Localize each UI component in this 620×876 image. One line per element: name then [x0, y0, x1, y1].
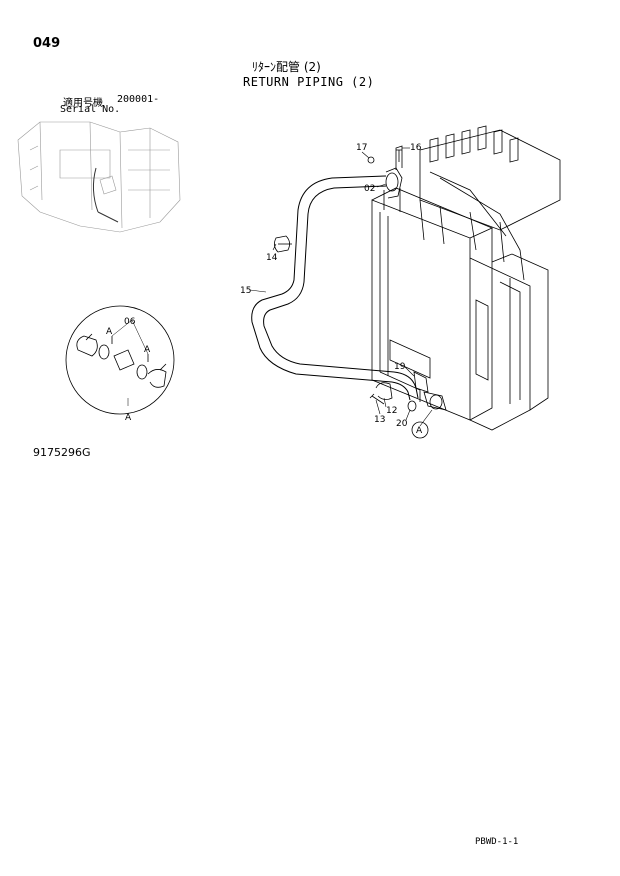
callout-19: 19 [394, 362, 406, 372]
detail-callout-a2: A [144, 345, 151, 355]
serial-label-en: Serial No. [60, 104, 121, 115]
callout-15: 15 [240, 286, 251, 296]
bolt-13 [369, 393, 385, 405]
figure-id: 9175296G [33, 446, 91, 459]
callout-13: 13 [374, 415, 385, 425]
bolt-16 [396, 149, 402, 162]
serial-label-jp: 適用号機 [63, 98, 103, 109]
fitting-02 [385, 145, 403, 199]
radiator-assembly [371, 187, 549, 431]
callout-20: 20 [396, 419, 408, 429]
plug-17 [367, 156, 375, 164]
callout-17: 17 [356, 143, 367, 153]
detail-callout-06: 06 [124, 317, 136, 327]
detail-a-circle [65, 305, 175, 415]
ref-a-label: A [416, 426, 423, 436]
detail-callout-a3: A [125, 413, 132, 423]
clamp-12 [375, 382, 393, 400]
detail-callout-a1: A [106, 327, 113, 337]
band-20 [407, 391, 447, 412]
serial-value: 200001- [117, 94, 160, 105]
callout-12: 12 [386, 406, 397, 416]
footer-code: PBWD-1-1 [475, 837, 519, 847]
page-number: 049 [33, 36, 61, 51]
control-valve-block [419, 125, 561, 281]
callout-14: 14 [266, 253, 278, 263]
callout-16: 16 [410, 143, 422, 153]
ref-a-circle [411, 421, 429, 439]
title-japanese: ﾘﾀｰﾝ配管 (2) [252, 60, 321, 74]
leader-lines [249, 147, 433, 427]
clamp-14 [274, 235, 292, 253]
title-english: RETURN PIPING (2) [243, 75, 375, 89]
callout-02: 02 [364, 184, 375, 194]
clamp-19 [413, 371, 429, 393]
machine-overview-thumbnail [17, 121, 181, 233]
